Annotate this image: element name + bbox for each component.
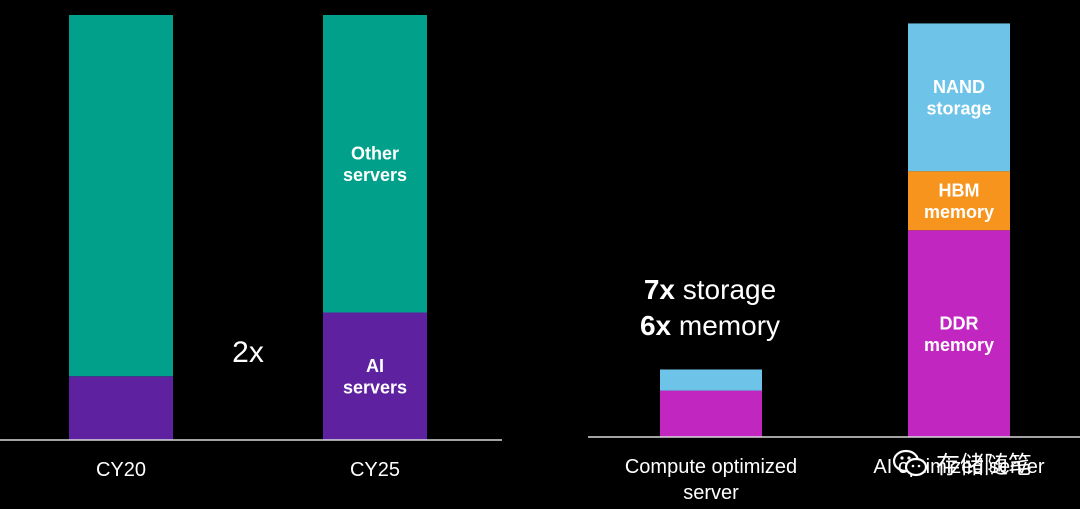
segment-label-hbm-memory-line-1: HBM [939, 180, 980, 200]
segment-label-other-servers-line-2: servers [343, 165, 407, 185]
watermark: 存储随笔 [892, 445, 1032, 480]
annotation-line-2: 6x memory [640, 310, 780, 341]
annotation-multiplier: 7x [644, 274, 676, 305]
annotation-2x: 2x [232, 336, 264, 369]
bar-segment-ddr-memory-2 [908, 230, 1010, 437]
bar-segment-other-servers-1 [69, 15, 173, 377]
annotation-text: memory [671, 310, 780, 341]
segment-label-ddr-memory-line-1: DDR [940, 313, 979, 333]
bar-segment-ddr-memory-1 [660, 390, 762, 437]
category-label-1-line-2: server [683, 482, 739, 504]
annotation-text: storage [675, 274, 776, 305]
category-label-1-line-1: Compute optimized [625, 456, 797, 478]
segment-label-hbm-memory-line-2: memory [924, 202, 994, 222]
bar-segment-nand-storage-1 [660, 369, 762, 391]
bar-segment-ai-servers-1 [69, 376, 173, 440]
category-label-2-line-1: CY25 [350, 459, 400, 481]
annotation-multiplier: 6x [640, 310, 672, 341]
segment-label-other-servers-line-1: Other [351, 143, 399, 163]
annotation-line-1: 7x storage [644, 274, 776, 305]
wechat-icon [892, 449, 928, 476]
bar-segment-other-servers-2 [323, 15, 427, 313]
bar-segment-hbm-memory-2 [908, 171, 1010, 231]
segment-label-ai-servers-line-2: servers [343, 378, 407, 398]
segment-label-ai-servers-line-1: AI [366, 356, 384, 376]
segment-label-nand-storage-line-1: NAND [933, 77, 985, 97]
bar-segment-nand-storage-2 [908, 23, 1010, 172]
segment-label-ddr-memory-line-2: memory [924, 335, 994, 355]
bar-segment-ai-servers-2 [323, 312, 427, 440]
watermark-text: 存储随笔 [936, 451, 1032, 479]
category-label-1-line-1: CY20 [96, 459, 146, 481]
segment-label-nand-storage-line-2: storage [926, 99, 991, 119]
